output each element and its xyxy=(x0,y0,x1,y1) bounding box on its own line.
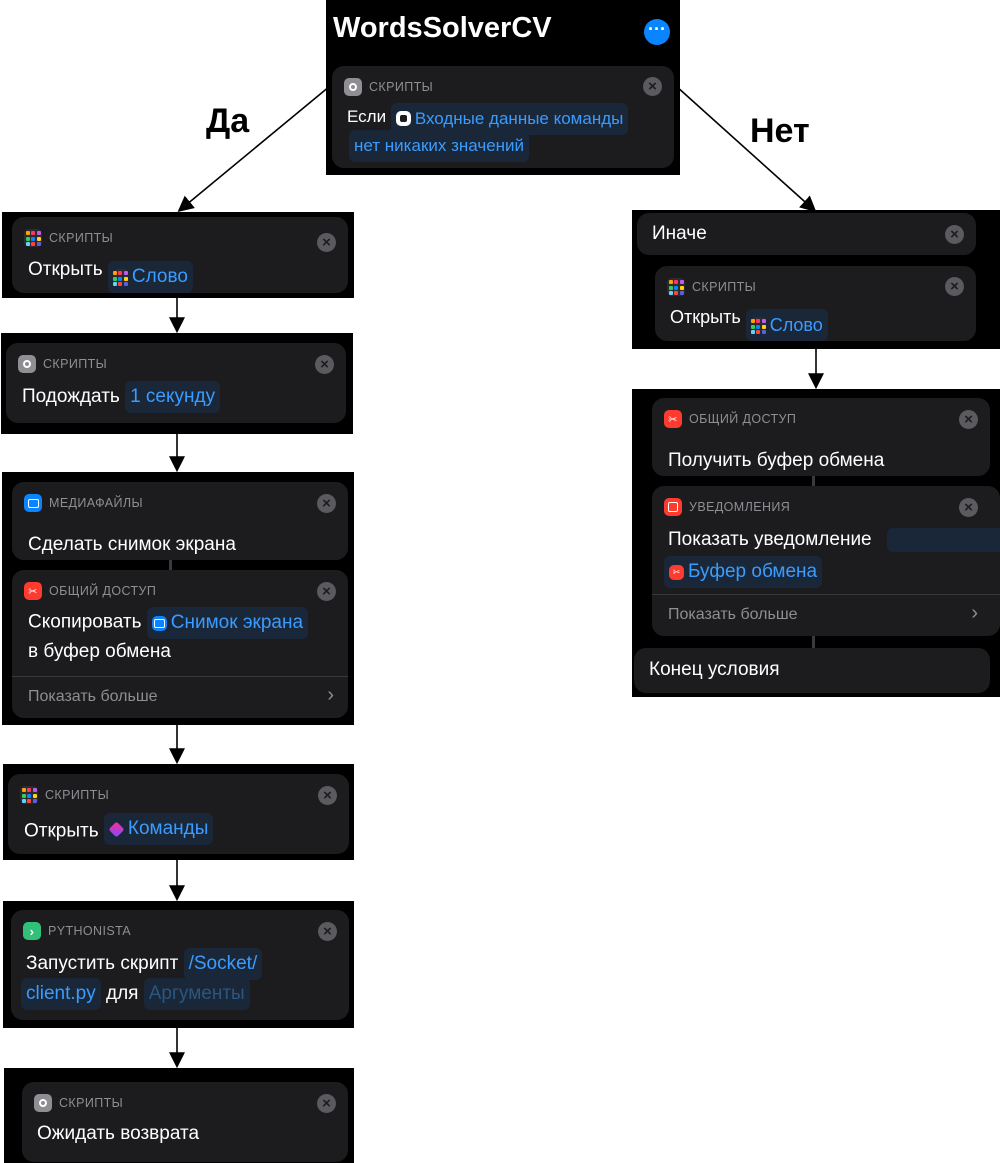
get-clipboard-card[interactable]: ✂ОБЩИЙ ДОСТУП × Получить буфер обмена xyxy=(652,398,990,476)
script-path-token[interactable]: client.py xyxy=(21,978,101,1010)
app-icon xyxy=(750,317,766,334)
scissors-icon: ✂ xyxy=(669,564,684,580)
app-token[interactable]: Слово xyxy=(745,308,828,341)
show-more-button[interactable]: Показать больше xyxy=(668,606,798,623)
gear-icon xyxy=(34,1094,52,1112)
clipboard-notification-screenshot: ✂ОБЩИЙ ДОСТУП × Получить буфер обмена УВ… xyxy=(632,389,1000,697)
open-word-card[interactable]: СКРИПТЫ × Открыть Слово xyxy=(12,217,348,293)
close-icon[interactable]: × xyxy=(317,494,336,513)
chevron-right-icon[interactable]: › xyxy=(327,684,334,706)
close-icon[interactable]: × xyxy=(945,225,964,244)
notification-icon xyxy=(664,498,682,516)
close-icon[interactable]: × xyxy=(318,922,337,941)
close-icon[interactable]: × xyxy=(317,582,336,601)
open-shortcuts-screenshot: СКРИПТЫ × Открыть Команды xyxy=(3,764,354,860)
if-action-card[interactable]: СКРИПТЫ × Если Входные данные команды не… xyxy=(332,66,674,168)
yes-branch-label: Да xyxy=(206,102,250,140)
no-branch-label: Нет xyxy=(750,112,810,150)
screenshot-icon xyxy=(151,615,167,631)
scissors-icon: ✂ xyxy=(24,582,42,600)
screenshot-icon xyxy=(24,494,42,512)
if-screenshot: WordsSolverCV ··· СКРИПТЫ × Если Входные… xyxy=(326,0,680,175)
close-icon[interactable]: × xyxy=(959,498,978,517)
shortcuts-app-icon xyxy=(108,821,125,837)
open-shortcuts-card[interactable]: СКРИПТЫ × Открыть Команды xyxy=(8,774,349,854)
close-icon[interactable]: × xyxy=(315,355,334,374)
app-token[interactable]: Слово xyxy=(107,260,193,293)
shortcut-title: WordsSolverCV xyxy=(333,12,552,44)
run-script-screenshot: ›PYTHONISTA × Запустить скрипт /Socket/ … xyxy=(3,901,354,1028)
open-word-card[interactable]: СКРИПТЫ × Открыть Слово xyxy=(655,266,976,341)
arguments-field[interactable]: Аргументы xyxy=(143,978,250,1010)
close-icon[interactable]: × xyxy=(317,233,336,252)
screenshot-token[interactable]: Снимок экрана xyxy=(146,607,309,639)
close-icon[interactable]: × xyxy=(643,77,662,96)
duration-token[interactable]: 1 секунду xyxy=(125,381,221,413)
close-icon[interactable]: × xyxy=(945,277,964,296)
apps-grid-icon xyxy=(667,278,685,296)
close-icon[interactable]: × xyxy=(318,786,337,805)
close-icon[interactable]: × xyxy=(959,410,978,429)
app-icon xyxy=(112,269,128,286)
wait-return-card[interactable]: СКРИПТЫ × Ожидать возврата xyxy=(22,1082,348,1162)
apps-grid-icon xyxy=(24,229,42,247)
chevron-right-icon[interactable]: › xyxy=(971,602,978,624)
gear-icon xyxy=(344,78,362,96)
run-script-card[interactable]: ›PYTHONISTA × Запустить скрипт /Socket/ … xyxy=(11,910,349,1020)
scissors-icon: ✂ xyxy=(664,410,682,428)
pythonista-icon: › xyxy=(23,922,41,940)
screenshot-copy-screenshot: МЕДИАФАЙЛЫ × Сделать снимок экрана ✂ОБЩИ… xyxy=(2,472,354,725)
wait-screenshot: СКРИПТЫ × Подождать 1 секунду xyxy=(1,333,353,434)
gear-icon xyxy=(18,355,36,373)
close-icon[interactable]: × xyxy=(317,1094,336,1113)
otherwise-screenshot: Иначе × СКРИПТЫ × Открыть Слово xyxy=(632,210,1000,349)
input-token[interactable]: Входные данные команды xyxy=(390,102,629,135)
apps-grid-icon xyxy=(20,786,38,804)
wait-card[interactable]: СКРИПТЫ × Подождать 1 секунду xyxy=(6,343,346,423)
show-more-button[interactable]: Показать больше xyxy=(28,688,158,705)
copy-card[interactable]: ✂ОБЩИЙ ДОСТУП × Скопировать Снимок экран… xyxy=(12,570,348,718)
more-icon[interactable]: ··· xyxy=(644,19,670,45)
shortcut-input-icon xyxy=(395,111,411,126)
open-word-screenshot: СКРИПТЫ × Открыть Слово xyxy=(2,212,354,298)
app-token[interactable]: Команды xyxy=(103,813,214,845)
take-screenshot-card[interactable]: МЕДИАФАЙЛЫ × Сделать снимок экрана xyxy=(12,482,348,560)
show-notification-card[interactable]: УВЕДОМЛЕНИЯ × Показать уведомление ✂Буфе… xyxy=(652,486,1000,636)
otherwise-card[interactable]: Иначе × xyxy=(637,213,976,255)
clipboard-token[interactable]: ✂Буфер обмена xyxy=(664,556,823,588)
end-if-card[interactable]: Конец условия xyxy=(634,648,990,693)
wait-return-screenshot: СКРИПТЫ × Ожидать возврата xyxy=(4,1068,354,1163)
condition-token[interactable]: нет никаких значений xyxy=(349,130,530,162)
script-path-token[interactable]: /Socket/ xyxy=(183,948,263,980)
